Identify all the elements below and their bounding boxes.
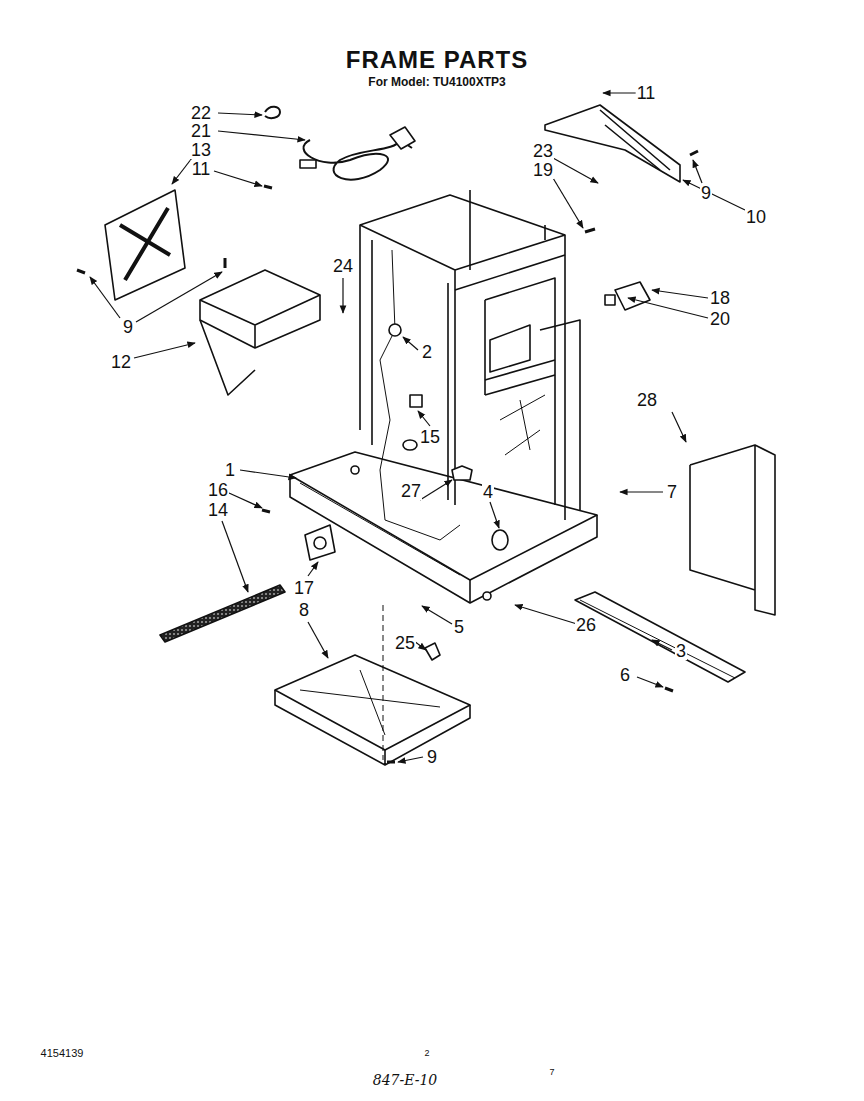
note-text: 4154139 xyxy=(40,1048,85,1059)
callout-number: 19 xyxy=(532,161,554,179)
note-text: For Model: TU4100XTP3 xyxy=(367,76,506,88)
callout-number: 6 xyxy=(619,666,631,684)
callout-number: 22 xyxy=(190,104,212,122)
callout-number: 20 xyxy=(709,310,731,328)
callout-number: 23 xyxy=(532,142,554,160)
frame-parts xyxy=(77,105,775,765)
callout-number: 18 xyxy=(709,289,731,307)
note-text: 2 xyxy=(423,1049,430,1058)
callout-number: 1 xyxy=(224,461,236,479)
callout-number: 27 xyxy=(400,482,422,500)
callout-number: 28 xyxy=(636,391,658,409)
callout-number: 24 xyxy=(332,257,354,275)
callout-number: 7 xyxy=(666,483,678,501)
callout-number: 9 xyxy=(122,318,134,336)
callout-number: 11 xyxy=(636,84,657,102)
callout-number: 21 xyxy=(190,122,212,140)
note-text: 7 xyxy=(548,1068,555,1077)
callout-number: 13 xyxy=(190,141,212,159)
callout-number: 12 xyxy=(110,353,132,371)
callout-number: 14 xyxy=(207,501,229,519)
leader-lines xyxy=(90,93,745,762)
callout-number: 16 xyxy=(207,481,229,499)
callout-number: 2 xyxy=(421,343,433,361)
callout-number: 25 xyxy=(394,634,416,652)
note-text: 847-E-10 xyxy=(372,1073,438,1087)
callout-number: 9 xyxy=(700,184,712,202)
callout-number: 10 xyxy=(745,208,767,226)
callout-number: 17 xyxy=(293,579,315,597)
callout-number: 8 xyxy=(298,601,310,619)
callout-number: 9 xyxy=(426,748,438,766)
callout-number: 15 xyxy=(419,428,441,446)
page-title: FRAME PARTS xyxy=(345,48,530,72)
callout-number: 3 xyxy=(675,642,687,660)
callout-number: 5 xyxy=(453,618,465,636)
callout-number: 26 xyxy=(575,616,597,634)
callout-number: 4 xyxy=(482,483,494,501)
callout-number: 11 xyxy=(191,160,212,178)
